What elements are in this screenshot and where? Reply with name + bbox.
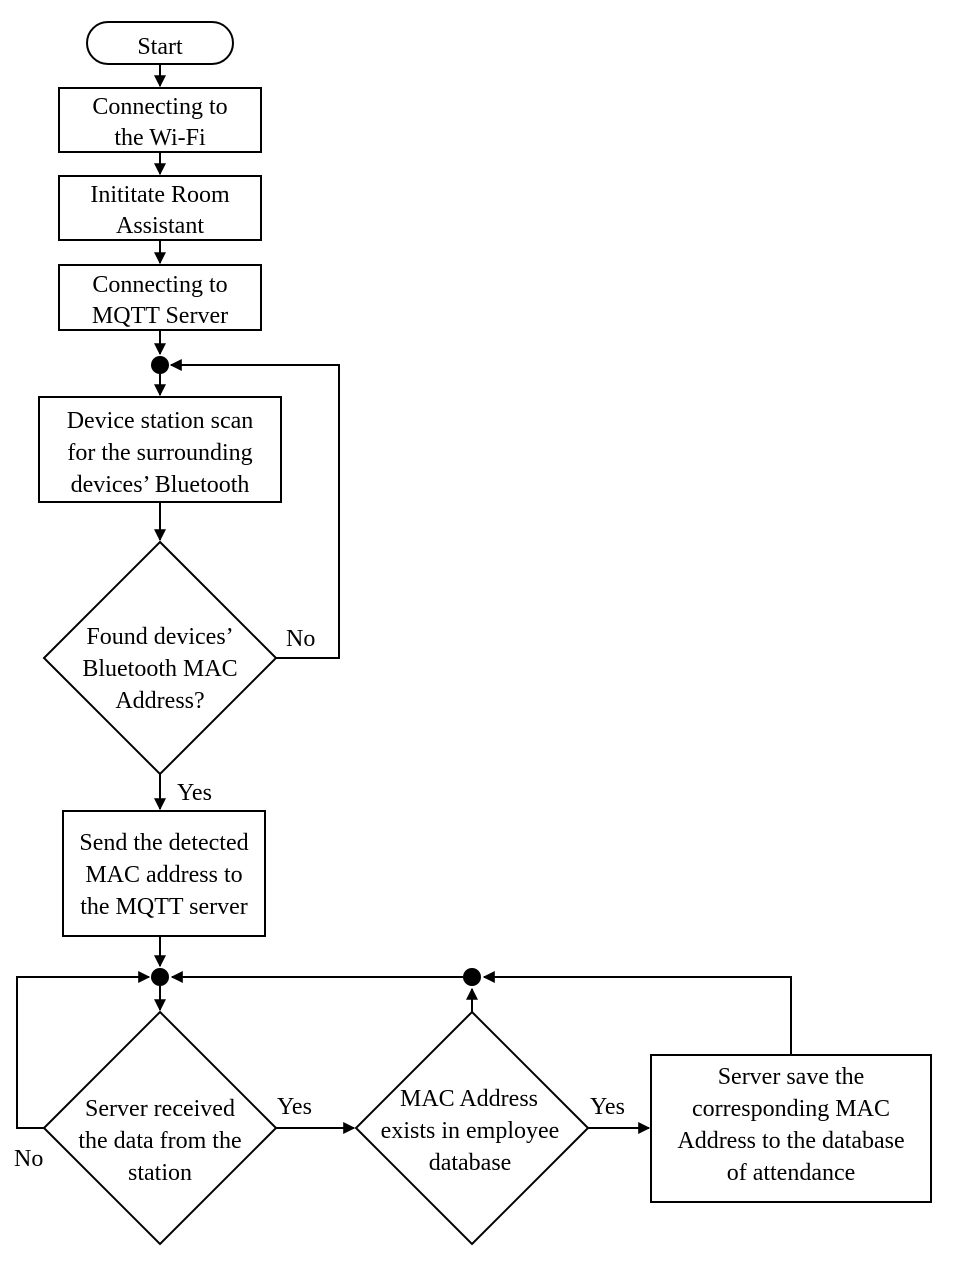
label-yes-exists: Yes <box>590 1094 625 1120</box>
label-no-received: No <box>14 1146 43 1172</box>
step-room-assistant: Inititate Room Assistant <box>58 175 262 241</box>
arrow-save-back-to-junction <box>482 971 792 1055</box>
decision-found-line-2: Bluetooth MAC <box>82 656 237 682</box>
step-mqtt-line-1: Connecting to <box>92 272 227 298</box>
step-save-line-3: Address to the database <box>677 1128 904 1154</box>
decision-mac-exists: MAC Address exists in employee database <box>354 1010 590 1246</box>
arrow-no-loop-back-to-scan <box>169 359 340 659</box>
decision-found-line-1: Found devices’ <box>86 624 233 650</box>
step-send-mac: Send the detected MAC address to the MQT… <box>62 810 266 937</box>
step-send-line-2: MAC address to <box>85 862 242 888</box>
decision-received-line-1: Server received <box>85 1096 235 1122</box>
step-wifi-line-1: Connecting to <box>92 94 227 120</box>
step-scan-line-1: Device station scan <box>67 408 254 434</box>
junction-dot-server-loop <box>151 968 169 986</box>
start-label: Start <box>137 34 183 60</box>
step-mqtt-line-2: MQTT Server <box>92 303 228 329</box>
step-wifi-line-2: the Wi-Fi <box>114 125 206 151</box>
step-server-save: Server save the corresponding MAC Addres… <box>650 1054 932 1203</box>
decision-server-received: Server received the data from the statio… <box>42 1010 278 1246</box>
step-scan: Device station scan for the surrounding … <box>38 396 282 503</box>
label-yes-found: Yes <box>177 780 212 806</box>
step-send-line-3: the MQTT server <box>80 894 248 920</box>
step-save-line-4: of attendance <box>727 1160 856 1186</box>
junction-dot-database-return <box>463 968 481 986</box>
step-scan-line-2: for the surrounding <box>67 440 252 466</box>
decision-exists-line-3: database <box>429 1150 512 1176</box>
step-scan-line-3: devices’ Bluetooth <box>71 472 250 498</box>
label-yes-received: Yes <box>277 1094 312 1120</box>
step-wifi: Connecting to the Wi-Fi <box>58 87 262 153</box>
step-save-line-2: corresponding MAC <box>692 1096 890 1122</box>
decision-found-line-3: Address? <box>115 688 204 714</box>
step-send-line-1: Send the detected <box>79 830 248 856</box>
step-save-line-1: Server save the <box>718 1064 865 1090</box>
decision-received-line-2: the data from the <box>78 1128 241 1154</box>
decision-exists-line-1: MAC Address <box>400 1086 538 1112</box>
decision-received-line-3: station <box>128 1160 192 1186</box>
decision-found-devices: Found devices’ Bluetooth MAC Address? <box>42 540 278 776</box>
junction-dot-scan-loop <box>151 356 169 374</box>
step-room-assistant-line-1: Inititate Room <box>90 182 230 208</box>
label-no-found: No <box>286 626 315 652</box>
step-mqtt: Connecting to MQTT Server <box>58 264 262 331</box>
arrow-no-loop-server-received <box>16 971 151 1129</box>
decision-exists-line-2: exists in employee <box>381 1118 560 1144</box>
step-room-assistant-line-2: Assistant <box>116 213 204 239</box>
start-node: Start <box>86 21 234 65</box>
